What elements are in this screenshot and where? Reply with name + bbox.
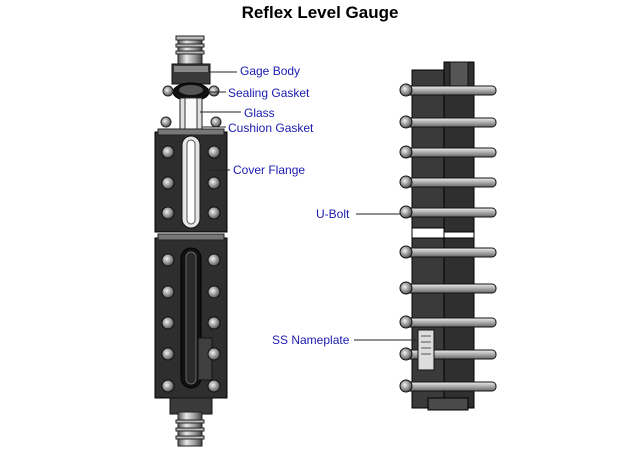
leader-lines-right [354, 213, 416, 341]
label-glass: Glass [244, 106, 275, 120]
side-view-gauge [399, 61, 497, 411]
label-u-bolt: U-Bolt [316, 207, 350, 221]
label-sealing-gasket: Sealing Gasket [228, 86, 310, 100]
diagram-title: Reflex Level Gauge [241, 3, 399, 22]
leader-lines-left [200, 71, 241, 171]
label-gage-body: Gage Body [240, 64, 301, 78]
u-bolt-rungs [399, 83, 497, 393]
ss-nameplate [417, 329, 435, 371]
label-cushion-gasket: Cushion Gasket [228, 121, 314, 135]
label-ss-nameplate: SS Nameplate [272, 333, 350, 347]
label-cover-flange: Cover Flange [233, 163, 306, 177]
front-view-gauge [154, 35, 228, 447]
